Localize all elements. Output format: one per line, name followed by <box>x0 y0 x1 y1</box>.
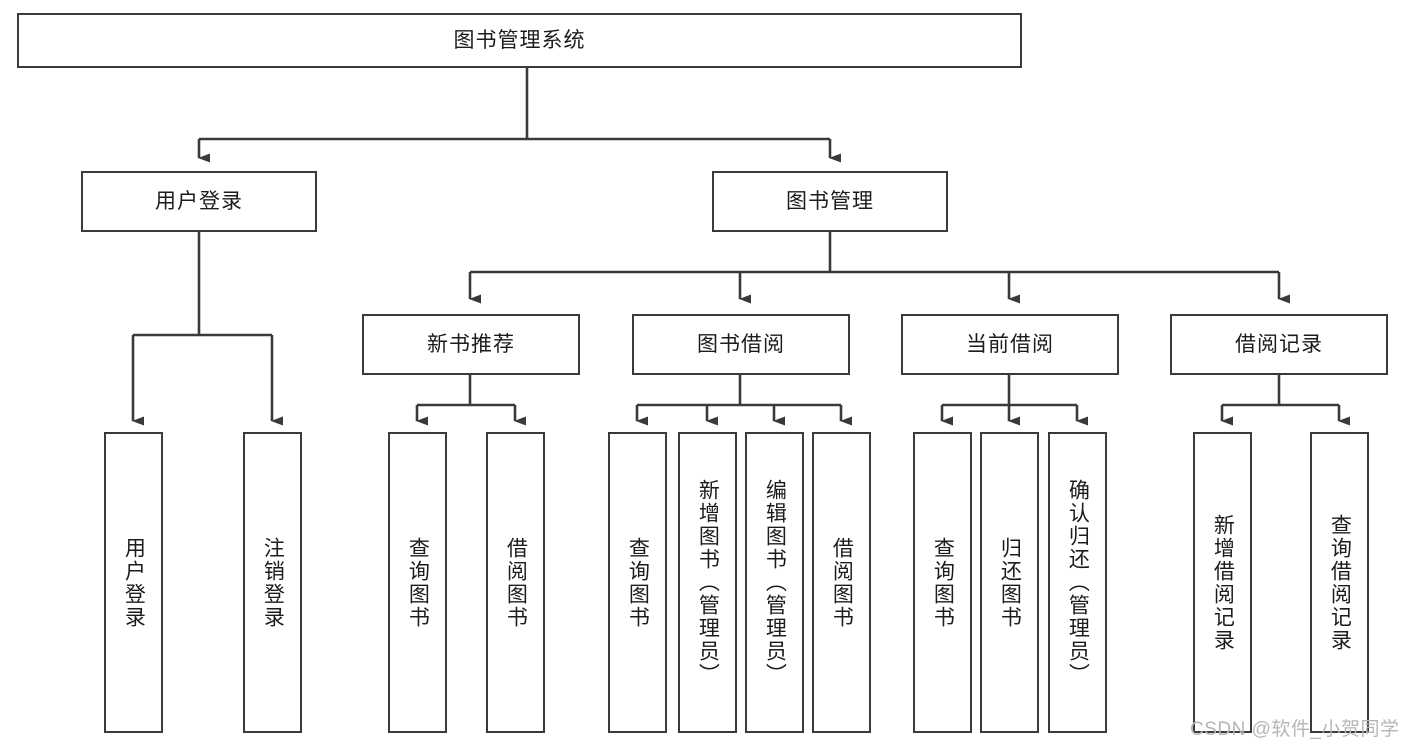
node-new-book-recommend[interactable]: 新书推荐 <box>362 314 580 375</box>
node-label: 查询图书 <box>626 536 650 629</box>
node-label: 新增图书（管理员） <box>696 479 720 686</box>
node-label: 确认归还（管理员） <box>1066 479 1090 686</box>
leaf-query-book-borrow[interactable]: 查询图书 <box>608 432 667 733</box>
leaf-add-borrow-record[interactable]: 新增借阅记录 <box>1193 432 1252 733</box>
node-book-management[interactable]: 图书管理 <box>712 171 948 232</box>
node-label: 借阅图书 <box>504 536 528 629</box>
node-label: 归还图书 <box>998 536 1022 629</box>
node-label: 查询图书 <box>931 536 955 629</box>
node-label: 新增借阅记录 <box>1211 513 1235 652</box>
leaf-user-logout[interactable]: 注销登录 <box>243 432 302 733</box>
leaf-add-book-admin[interactable]: 新增图书（管理员） <box>678 432 737 733</box>
node-label: 查询图书 <box>406 536 430 629</box>
leaf-borrow-book-recommend[interactable]: 借阅图书 <box>486 432 545 733</box>
node-root-book-management-system[interactable]: 图书管理系统 <box>17 13 1022 68</box>
leaf-return-book[interactable]: 归还图书 <box>980 432 1039 733</box>
node-label: 借阅图书 <box>830 536 854 629</box>
leaf-borrow-book[interactable]: 借阅图书 <box>812 432 871 733</box>
node-label: 编辑图书（管理员） <box>763 479 787 686</box>
node-user-login[interactable]: 用户登录 <box>81 171 317 232</box>
node-label: 用户登录 <box>155 189 243 213</box>
csdn-watermark: CSDN @软件_小贺同学 <box>1190 719 1400 740</box>
node-label: 注销登录 <box>261 536 285 629</box>
node-label: 用户登录 <box>122 536 146 629</box>
leaf-edit-book-admin[interactable]: 编辑图书（管理员） <box>745 432 804 733</box>
node-label: 当前借阅 <box>966 332 1054 356</box>
leaf-query-book-recommend[interactable]: 查询图书 <box>388 432 447 733</box>
node-book-borrow[interactable]: 图书借阅 <box>632 314 850 375</box>
leaf-confirm-return-admin[interactable]: 确认归还（管理员） <box>1048 432 1107 733</box>
leaf-query-book-current[interactable]: 查询图书 <box>913 432 972 733</box>
node-label: 图书管理 <box>786 189 874 213</box>
node-label: 查询借阅记录 <box>1328 513 1352 652</box>
leaf-user-login[interactable]: 用户登录 <box>104 432 163 733</box>
node-label: 图书管理系统 <box>453 28 586 52</box>
leaf-query-borrow-record[interactable]: 查询借阅记录 <box>1310 432 1369 733</box>
node-borrow-record[interactable]: 借阅记录 <box>1170 314 1388 375</box>
node-label: 借阅记录 <box>1235 332 1323 356</box>
node-label: 图书借阅 <box>697 332 785 356</box>
node-current-borrow[interactable]: 当前借阅 <box>901 314 1119 375</box>
node-label: 新书推荐 <box>427 332 515 356</box>
